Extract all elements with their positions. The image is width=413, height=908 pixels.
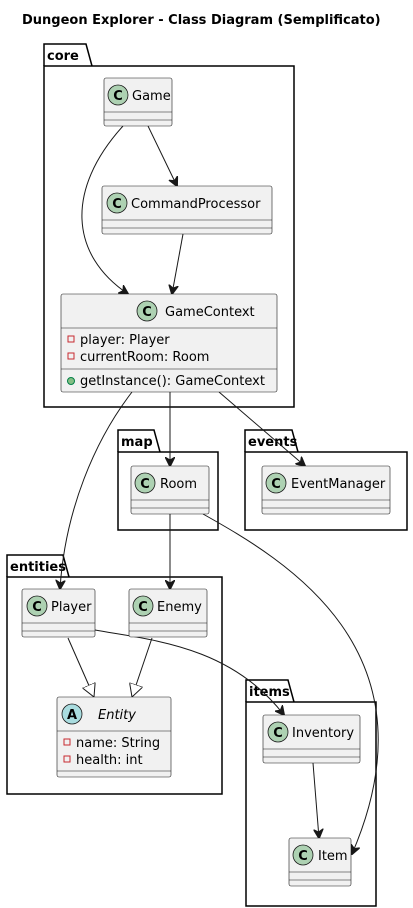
public-marker: [67, 377, 75, 385]
edge-enemy-entity-inheritance: [132, 637, 153, 697]
edge-gamecontext-player: [60, 391, 133, 589]
class-entity[interactable]: A Entity name: String health: int: [56, 696, 172, 778]
svg-text:C: C: [273, 726, 283, 741]
class-name: EventManager: [291, 477, 386, 492]
field-current-room: currentRoom: Room: [80, 350, 209, 365]
class-icon: [134, 472, 156, 494]
class-name: Enemy: [157, 600, 202, 615]
class-item[interactable]: C Item: [288, 837, 352, 887]
class-name: Player: [51, 600, 92, 615]
package-entities-label: entities: [10, 560, 66, 575]
svg-text:A: A: [67, 708, 77, 723]
svg-text:C: C: [32, 600, 42, 615]
edge-player-entity-inheritance: [67, 637, 94, 697]
class-enemy[interactable]: C Enemy: [128, 588, 208, 638]
edge-inventory-item: [312, 762, 319, 838]
svg-text:C: C: [142, 305, 152, 320]
edge-gamecontext-eventmanager: [218, 391, 305, 466]
package-core-label: core: [47, 49, 79, 64]
svg-text:C: C: [298, 849, 308, 864]
class-name: CommandProcessor: [131, 197, 261, 212]
field-name: name: String: [76, 736, 160, 751]
class-player[interactable]: C Player: [21, 588, 96, 638]
class-name: GameContext: [165, 305, 255, 320]
edge-game-gamecontext: [81, 125, 128, 294]
class-icon: [136, 300, 158, 322]
private-marker: [63, 755, 71, 763]
class-event-manager[interactable]: C EventManager: [261, 465, 391, 515]
svg-text:C: C: [112, 197, 122, 212]
package-events-label: events: [248, 435, 298, 450]
class-icon: [267, 721, 289, 743]
svg-text:C: C: [271, 477, 281, 492]
svg-text:C: C: [140, 477, 150, 492]
edge-player-inventory: [94, 629, 284, 715]
class-icon: [132, 595, 154, 617]
class-name: Room: [160, 477, 197, 492]
class-icon: [107, 84, 129, 106]
field-health: health: int: [76, 753, 143, 768]
class-icon: [26, 595, 48, 617]
class-game-context[interactable]: C GameContext player: Player currentRoom…: [60, 293, 278, 393]
class-room[interactable]: C Room: [130, 465, 210, 515]
svg-text:C: C: [138, 600, 148, 615]
edge-game-commandprocessor: [147, 125, 177, 186]
private-marker: [63, 738, 71, 746]
abstract-class-icon: [61, 703, 83, 725]
class-game[interactable]: C Game: [103, 77, 173, 127]
class-name: Inventory: [292, 726, 354, 741]
class-icon: [292, 844, 314, 866]
class-icon: [265, 472, 287, 494]
diagram-title: Dungeon Explorer - Class Diagram (Sempli…: [22, 13, 381, 28]
private-marker: [67, 335, 75, 343]
class-command-processor[interactable]: C CommandProcessor: [101, 185, 273, 235]
field-player: player: Player: [80, 333, 170, 348]
edge-room-item: [202, 513, 379, 854]
svg-text:C: C: [113, 89, 123, 104]
private-marker: [67, 352, 75, 360]
method-get-instance: getInstance(): GameContext: [80, 374, 265, 389]
class-name: Game: [132, 89, 171, 104]
class-name: Item: [318, 849, 348, 864]
class-name: Entity: [98, 708, 136, 723]
package-map-label: map: [121, 435, 153, 450]
edge-commandprocessor-gamecontext: [172, 233, 184, 294]
class-inventory[interactable]: C Inventory: [262, 714, 361, 764]
class-icon: [106, 192, 128, 214]
